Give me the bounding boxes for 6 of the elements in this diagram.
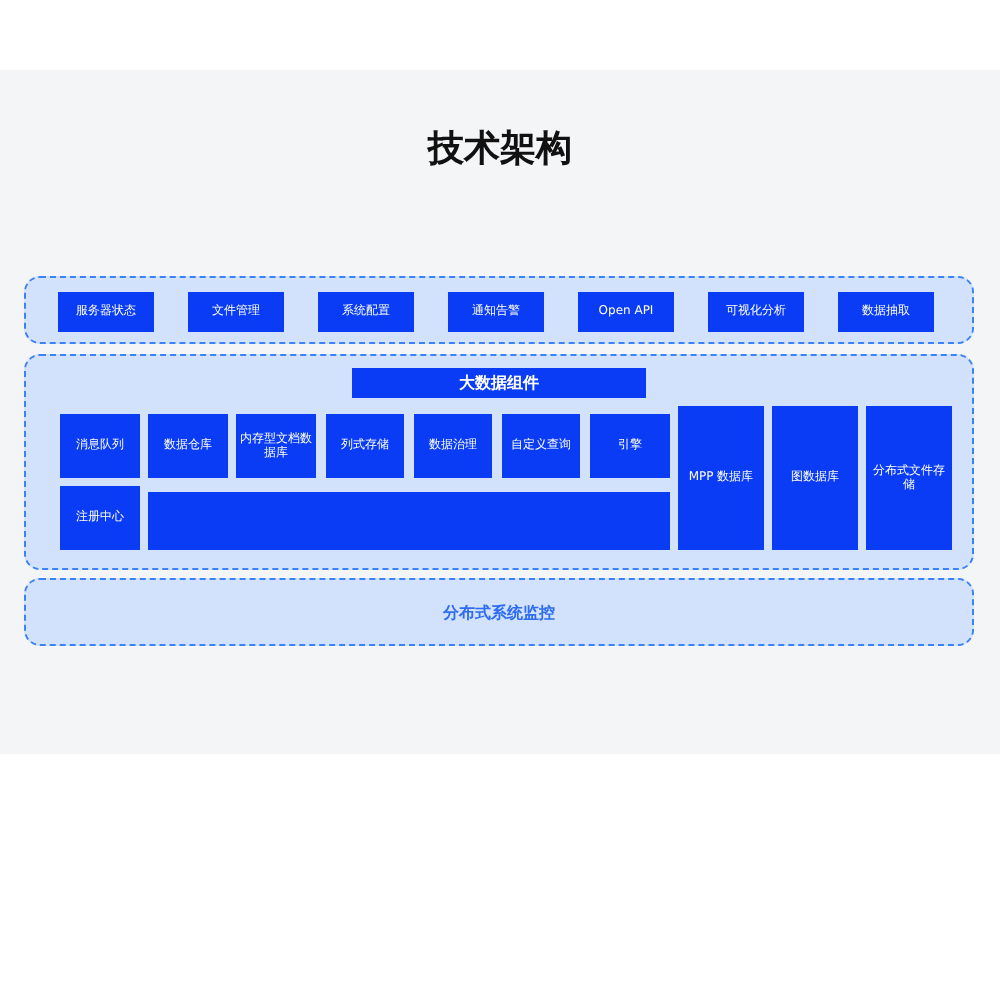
title: 技术架构 <box>425 126 574 172</box>
group-panel <box>24 276 974 344</box>
monitoring-band: 分布式系统监控 <box>24 578 974 646</box>
component-box <box>148 492 670 550</box>
component-box: 大数据组件 <box>352 368 646 398</box>
group-panel <box>24 354 974 570</box>
